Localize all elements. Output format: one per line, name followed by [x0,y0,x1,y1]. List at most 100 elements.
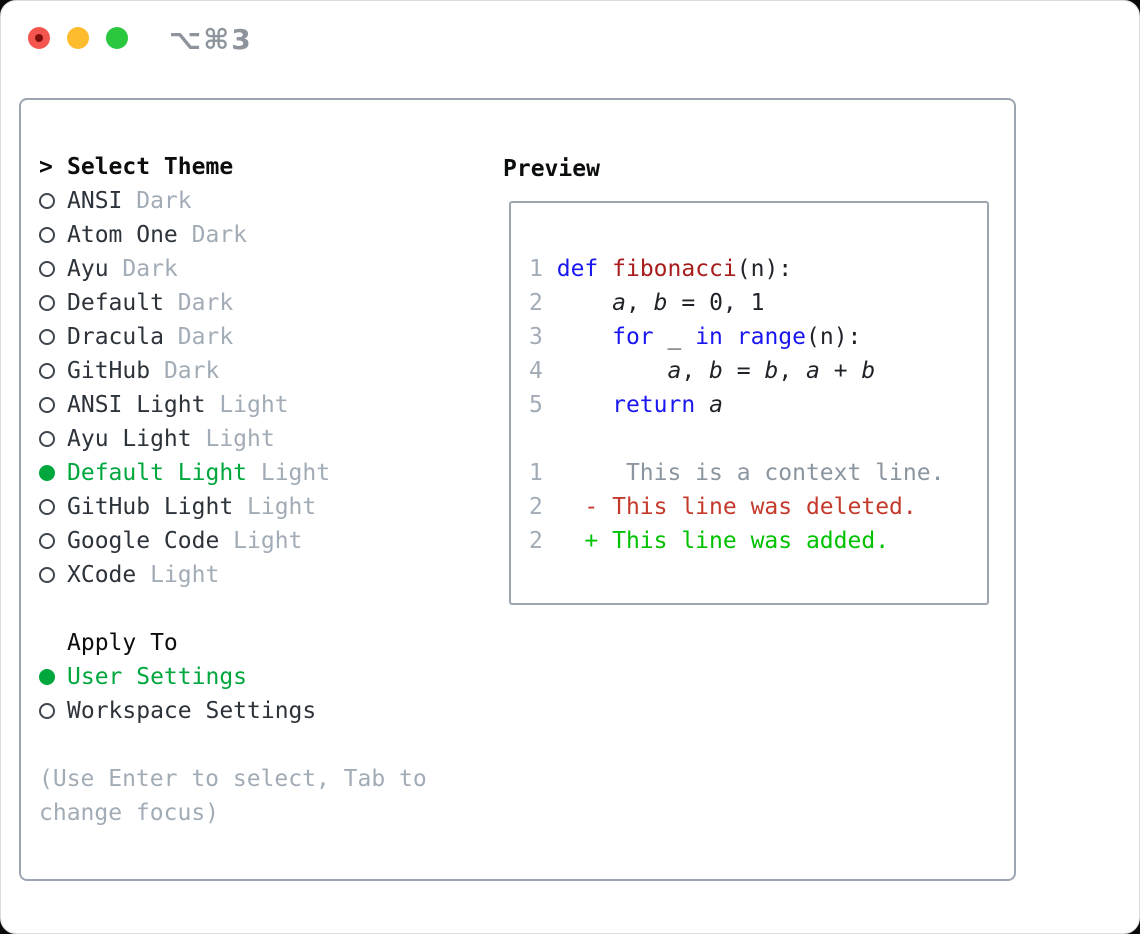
code-segment [543,494,585,520]
radio-dot [39,533,55,549]
theme-name: Atom One [67,222,178,248]
line-number: 3 [529,324,543,350]
theme-variant: Light [205,426,275,452]
theme-variant: Dark [122,256,178,282]
radio-icon [39,363,67,379]
code-segment: (n): [806,324,862,350]
radio-dot [39,431,55,447]
theme-variant: Light [247,494,317,520]
line-number: 1 [529,460,543,486]
theme-name: Dracula [67,324,164,350]
traffic-lights [28,27,128,49]
theme-list-title: Select Theme [67,154,234,180]
code-segment [543,256,557,282]
theme-option[interactable]: XCode Light [39,558,427,592]
code-segment: + This line was added. [584,528,890,554]
radio-dot [39,295,55,311]
apply-option[interactable]: Workspace Settings [39,694,427,728]
radio-icon [39,295,67,311]
theme-option[interactable]: ANSI Dark [39,184,427,218]
code-segment: fibonacci [612,256,737,282]
theme-option[interactable]: ANSI Light Light [39,388,427,422]
radio-icon [39,329,67,345]
code-segment [543,324,612,350]
theme-variant: Light [150,562,220,588]
radio-icon [39,703,67,719]
preview-title: Preview [503,156,600,182]
code-segment: = [722,358,765,384]
code-segment: a [612,290,626,316]
window-title: ⌥⌘3 [169,23,253,56]
radio-selected-icon [39,669,67,685]
radio-icon [39,261,67,277]
radio-dot [39,397,55,413]
line-number: 2 [529,290,543,316]
code-segment [723,324,737,350]
theme-name: ANSI [67,188,123,214]
radio-dot [39,227,55,243]
radio-icon [39,397,67,413]
code-segment: - This line was deleted. [584,494,917,520]
code-line: 2 a, b = 0, 1 [529,286,987,320]
code-segment: b [709,358,723,384]
spacer [39,728,427,762]
unsaved-dot-icon [35,34,43,42]
theme-name: XCode [67,562,137,588]
theme-option[interactable]: Default Dark [39,286,427,320]
code-line: 5 return a [529,388,987,422]
line-number: 5 [529,392,543,418]
close-button[interactable] [28,27,50,49]
radio-icon [39,533,67,549]
line-number: 4 [529,358,543,384]
code-segment: a [667,358,682,384]
radio-selected-icon [39,465,67,481]
code-segment: def [556,256,599,282]
apply-option-label: Workspace Settings [67,698,317,724]
code-line: 1 def fibonacci(n): [529,252,987,286]
code-segment [543,290,612,316]
theme-variant: Dark [163,358,220,384]
radio-dot [39,261,55,277]
code-segment: _ [653,324,696,350]
theme-variant: Dark [177,290,234,316]
minimize-button[interactable] [67,27,89,49]
theme-name: ANSI Light [67,392,206,418]
apply-to-header-row: Apply To [39,626,427,660]
code-segment [543,528,585,554]
titlebar: ⌥⌘3 [1,1,1139,77]
radio-dot [39,703,55,719]
radio-icon [39,431,67,447]
code-segment [543,392,612,418]
radio-icon [39,567,67,583]
zoom-button[interactable] [106,27,128,49]
code-line [529,422,987,456]
theme-variant: Light [219,392,289,418]
code-segment: , [681,358,710,384]
apply-option[interactable]: User Settings [39,660,427,694]
code-segment: , [625,290,654,316]
code-segment: b [861,358,876,384]
theme-name: Default [67,290,164,316]
spacer [39,592,427,626]
apply-to-title: Apply To [67,630,178,656]
code-segment: = 0, 1 [667,290,765,316]
code-segment: + [819,358,862,384]
theme-variant: Dark [136,188,192,214]
cursor-icon: > [39,154,53,180]
code-segment: (n): [736,256,793,282]
code-segment: a [709,392,723,418]
line-number: 1 [529,256,543,282]
